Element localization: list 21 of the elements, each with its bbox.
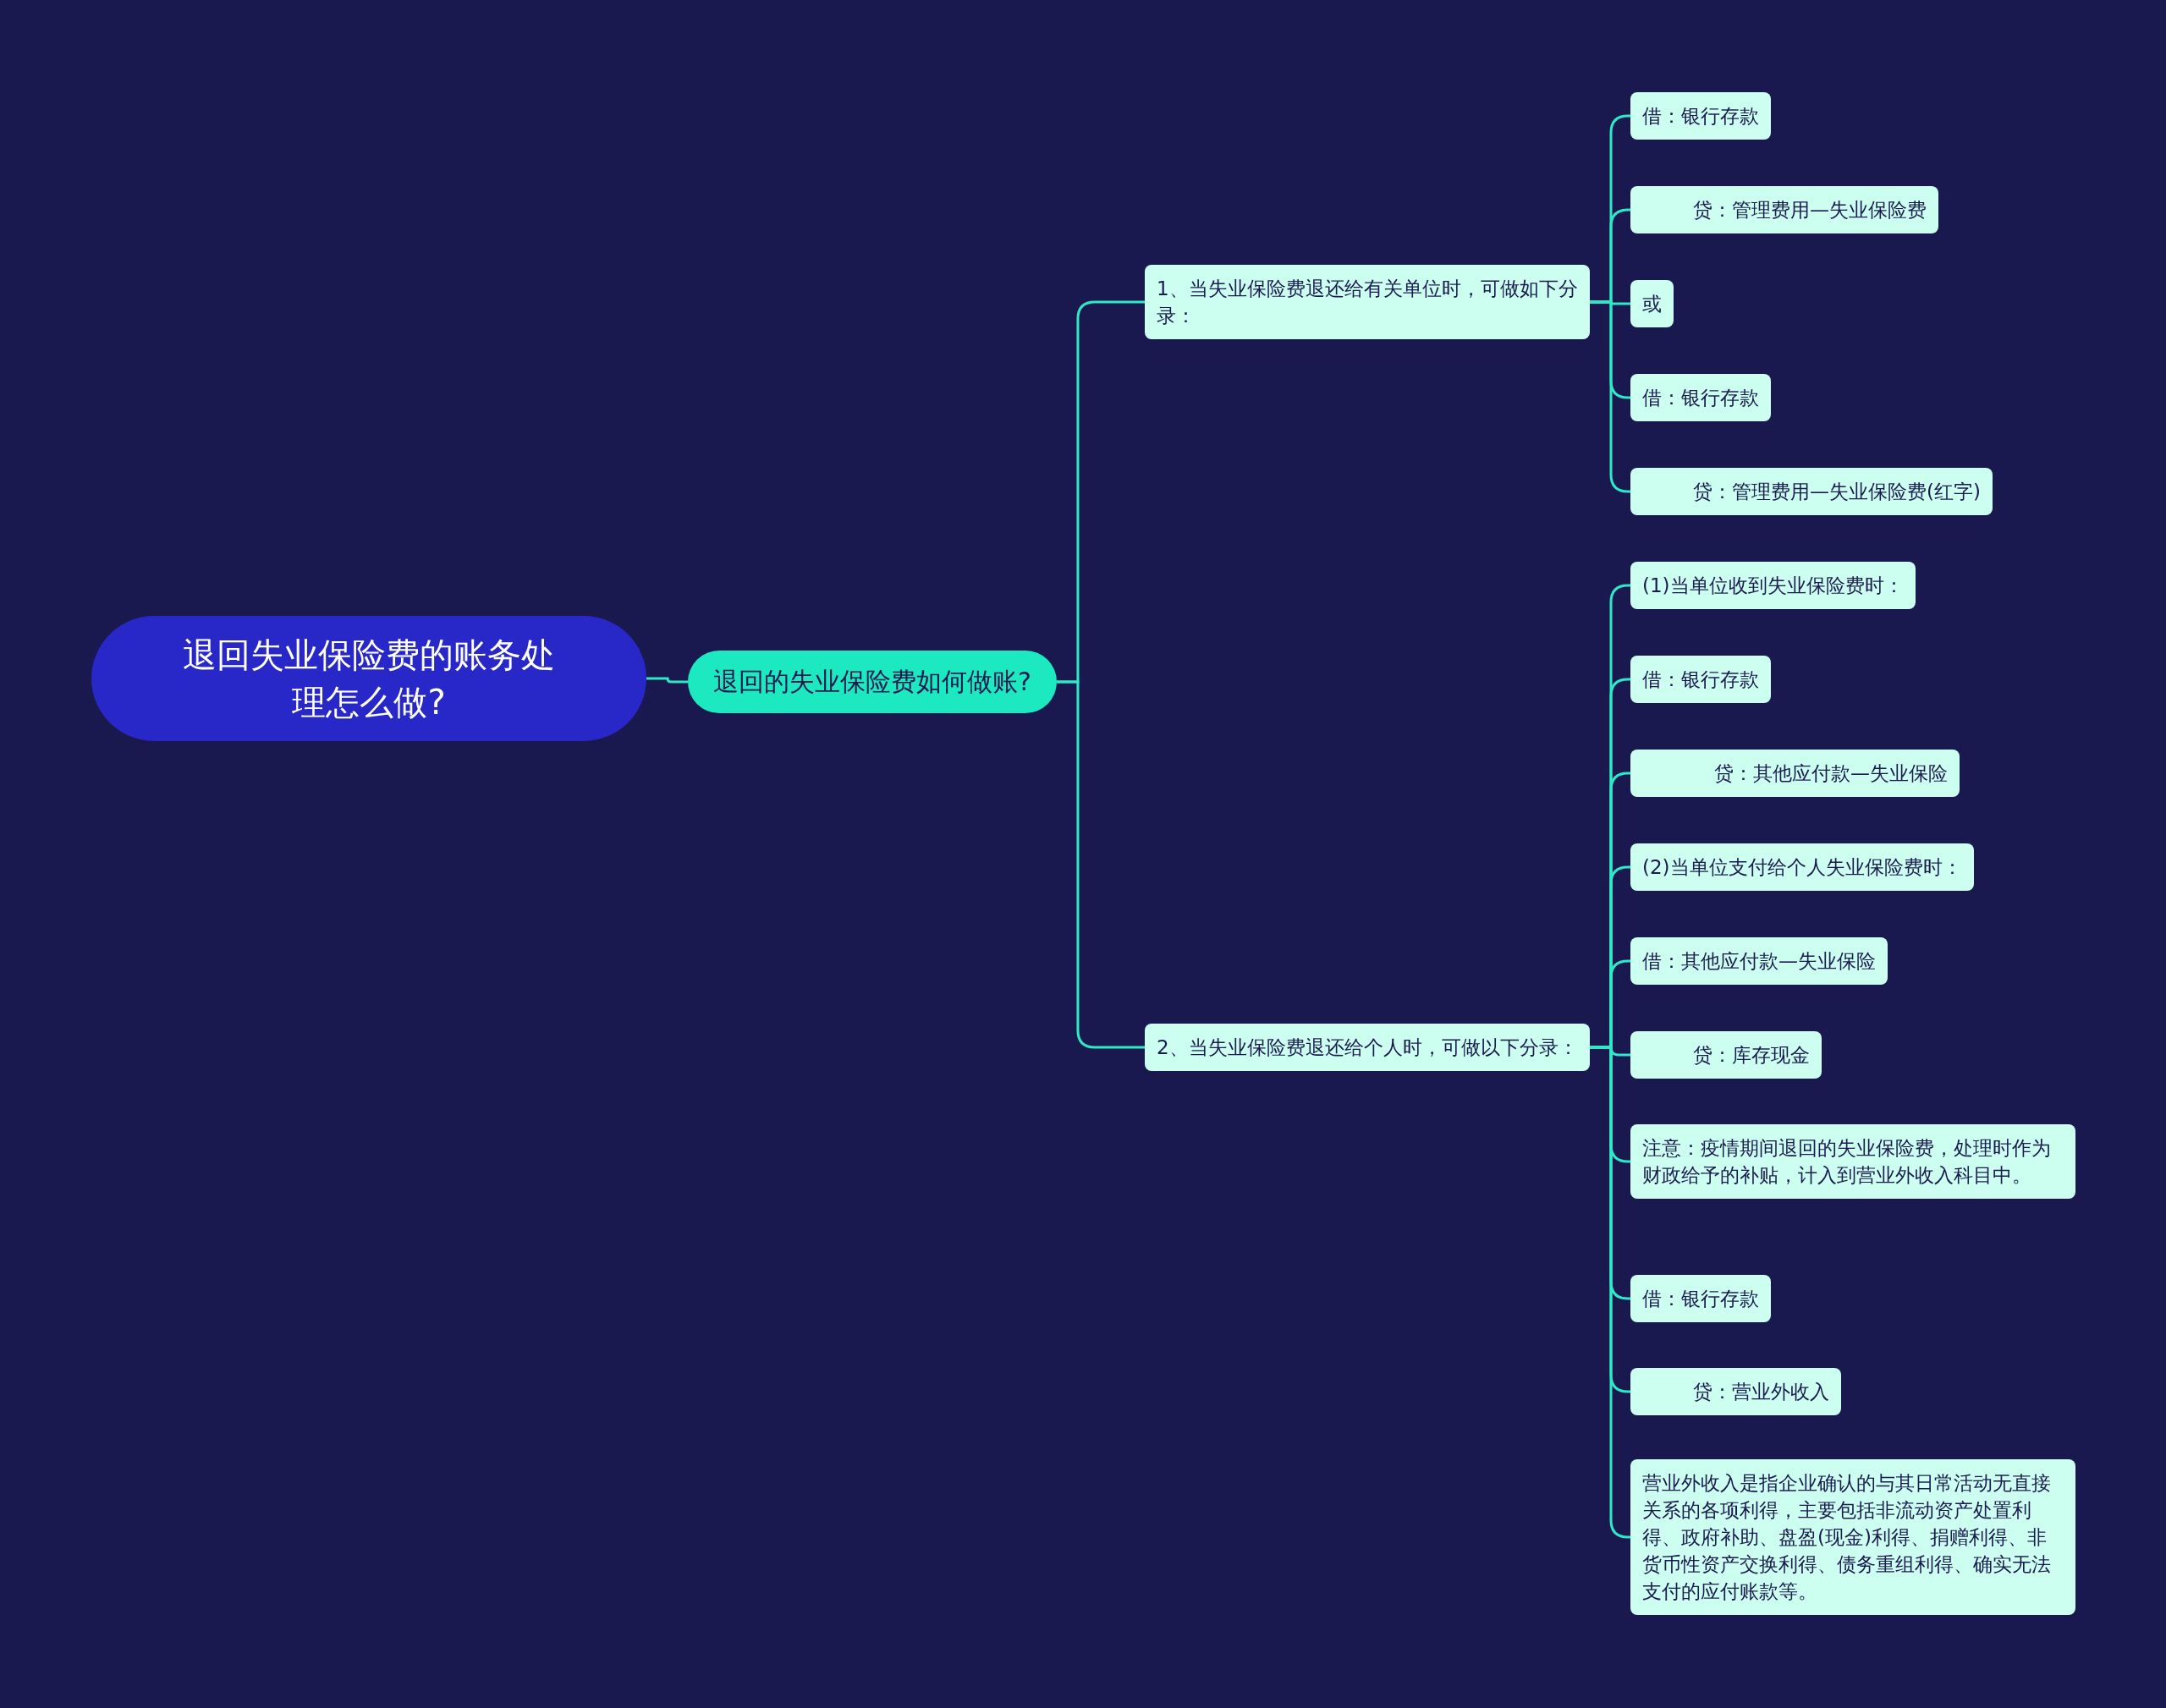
connector-line: [646, 677, 688, 684]
subtopic-box: 借：银行存款: [1630, 374, 1771, 421]
subtopic-box: 贷：库存现金: [1630, 1031, 1822, 1079]
subtopic-box: 贷：管理费用—失业保险费: [1630, 186, 1938, 233]
subtopic-box: 注意：疫情期间退回的失业保险费，处理时作为财政给予的补贴，计入到营业外收入科目中。: [1630, 1124, 2075, 1199]
root-topic: 退回失业保险费的账务处理怎么做?: [91, 616, 646, 741]
subtopic-box: 借：银行存款: [1630, 92, 1771, 140]
subtopic-box: 2、当失业保险费退还给个人时，可做以下分录：: [1145, 1024, 1590, 1071]
subtopic-box: 贷：管理费用—失业保险费(红字): [1630, 468, 1993, 515]
subtopic-box: 借：银行存款: [1630, 1275, 1771, 1322]
subtopic-box: 或: [1630, 280, 1674, 327]
subtopic-box: (2)当单位支付给个人失业保险费时：: [1630, 843, 1974, 891]
connector-line: [1056, 680, 1145, 1049]
subtopic-box: 贷：营业外收入: [1630, 1368, 1841, 1415]
topic-box: 退回的失业保险费如何做账?: [688, 651, 1057, 713]
subtopic-box: 借：其他应付款—失业保险: [1630, 937, 1888, 985]
subtopic-box: (1)当单位收到失业保险费时：: [1630, 562, 1916, 609]
subtopic-box: 1、当失业保险费退还给有关单位时，可做如下分录：: [1145, 265, 1590, 339]
subtopic-box: 贷：其他应付款—失业保险: [1630, 750, 1960, 797]
subtopic-box: 营业外收入是指企业确认的与其日常活动无直接关系的各项利得，主要包括非流动资产处置利得、政府补助、盘盈(现金)利得、捐赠利得、非货币性资产交换利得、债务重组利得、确实无法支付的应付账款等。: [1630, 1459, 2075, 1615]
subtopic-box: 借：银行存款: [1630, 656, 1771, 703]
